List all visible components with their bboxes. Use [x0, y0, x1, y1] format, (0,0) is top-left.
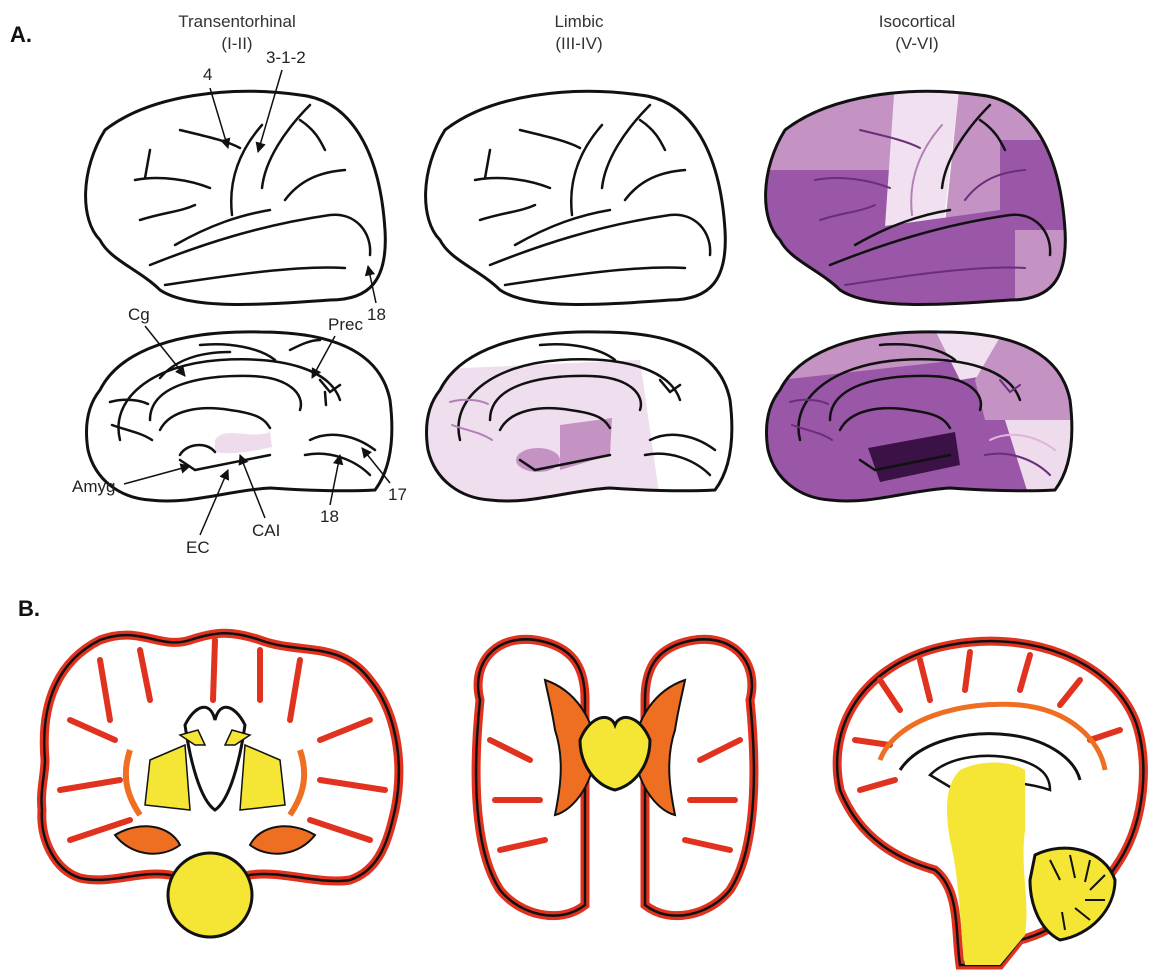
- label-prec: Prec: [328, 315, 363, 334]
- label-area-18-lateral: 18: [367, 305, 386, 324]
- lateral-brain-limbic: [426, 91, 726, 304]
- label-cg: Cg: [128, 305, 150, 324]
- axial-section: [476, 639, 754, 915]
- label-area-18-medial: 18: [320, 507, 339, 526]
- label-ec: EC: [186, 538, 210, 557]
- medial-brain-isocortical: [760, 320, 1110, 520]
- medial-brain-transentorhinal: [87, 332, 392, 501]
- label-amyg: Amyg: [72, 477, 115, 496]
- lateral-brain-transentorhinal: [86, 91, 386, 304]
- sagittal-section: [837, 641, 1143, 965]
- coronal-section: [42, 633, 399, 937]
- label-area-17: 17: [388, 485, 407, 504]
- lateral-brain-isocortical: [760, 80, 1085, 320]
- label-cai: CAI: [252, 521, 280, 540]
- medial-brain-limbic: [420, 332, 732, 510]
- label-area-312: 3-1-2: [266, 48, 306, 67]
- label-area-4: 4: [203, 65, 212, 84]
